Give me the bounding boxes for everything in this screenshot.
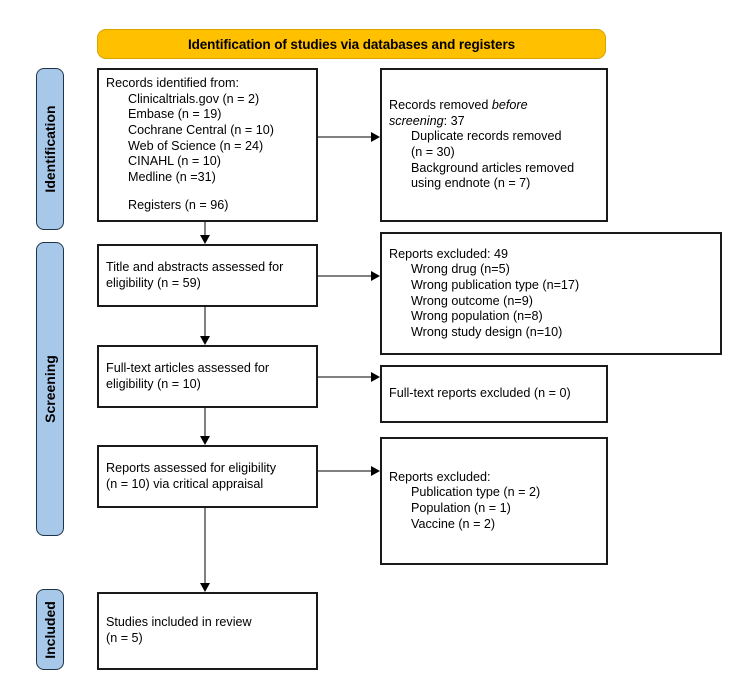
title-abstracts-line: Title and abstracts assessed for xyxy=(106,259,284,274)
reports-assessed-box: Reports assessed for eligibility (n = 10… xyxy=(97,445,318,508)
arrow-shaft xyxy=(204,508,206,584)
arrow-identified-to-removed xyxy=(318,131,380,143)
arrow-shaft xyxy=(318,470,371,472)
stage-label-included-text: Included xyxy=(42,600,58,659)
reports-excluded-appraisal-heading: Reports excluded: xyxy=(389,469,491,484)
reports-excluded-screening-item: Wrong outcome (n=9) xyxy=(411,293,533,308)
arrow-title-abstracts-to-fulltext xyxy=(199,307,211,345)
records-removed-box: Records removed before screening: 37 Dup… xyxy=(380,68,608,222)
arrow-shaft xyxy=(204,222,206,236)
studies-included-box: Studies included in review (n = 5) xyxy=(97,592,318,670)
arrow-reports-assessed-to-included xyxy=(199,508,211,592)
reports-excluded-appraisal-item: Vaccine (n = 2) xyxy=(411,516,496,531)
records-removed-heading: Records removed before xyxy=(389,98,599,114)
arrow-title-abstracts-to-excluded xyxy=(318,270,380,282)
fulltext-assessed-box: Full-text articles assessed for eligibil… xyxy=(97,345,318,408)
stage-label-identification: Identification xyxy=(36,68,64,230)
reports-assessed-line: Reports assessed for eligibility xyxy=(106,460,277,475)
reports-excluded-screening-heading: Reports excluded: 49 xyxy=(389,246,509,261)
records-identified-item: Cochrane Central (n = 10) xyxy=(128,122,274,137)
records-removed-heading-pre: Records removed xyxy=(389,98,492,113)
arrow-shaft xyxy=(318,376,371,378)
records-removed-heading-italic: before xyxy=(491,98,528,113)
fulltext-assessed-body: Full-text articles assessed for eligibil… xyxy=(99,361,316,392)
reports-excluded-screening-item: Wrong publication type (n=17) xyxy=(411,277,580,292)
arrow-head xyxy=(371,466,380,476)
reports-excluded-appraisal-item: Population (n = 1) xyxy=(411,501,511,515)
stage-label-screening: Screening xyxy=(36,242,64,536)
fulltext-excluded-body: Full-text reports excluded (n = 0) xyxy=(382,386,606,402)
records-removed-item: Duplicate records removed xyxy=(411,129,562,144)
arrow-fulltext-to-excluded xyxy=(318,371,380,383)
arrow-head xyxy=(199,436,210,445)
arrow-shaft xyxy=(318,136,371,138)
reports-excluded-screening-item: Wrong study design (n=10) xyxy=(411,324,563,339)
records-identified-item: Embase (n = 19) xyxy=(128,107,222,122)
records-removed-heading-italic: screening xyxy=(389,113,444,128)
banner-title: Identification of studies via databases … xyxy=(187,36,516,52)
reports-excluded-screening-box: Reports excluded: 49 Wrong drug (n=5) Wr… xyxy=(380,232,722,355)
fulltext-assessed-line: eligibility (n = 10) xyxy=(106,376,201,391)
spacer xyxy=(106,185,309,198)
arrow-head xyxy=(371,132,380,142)
studies-included-body: Studies included in review (n = 5) xyxy=(99,615,316,646)
fulltext-excluded-box: Full-text reports excluded (n = 0) xyxy=(380,365,608,423)
reports-excluded-appraisal-item: Publication type (n = 2) xyxy=(411,485,541,500)
records-removed-item: (n = 30) xyxy=(411,145,455,159)
records-removed-heading-post: : 37 xyxy=(443,113,465,128)
arrow-head xyxy=(199,336,210,345)
reports-assessed-line: (n = 10) via critical appraisal xyxy=(106,476,264,491)
stage-banner-identification: Identification of studies via databases … xyxy=(97,29,606,59)
records-identified-item: Clinicaltrials.gov (n = 2) xyxy=(128,91,260,106)
fulltext-excluded-line: Full-text reports excluded (n = 0) xyxy=(389,386,571,401)
records-identified-footer: Registers (n = 96) xyxy=(128,198,229,213)
records-identified-item: Medline (n =31) xyxy=(128,169,216,184)
arrow-shaft xyxy=(204,307,206,337)
arrow-head xyxy=(199,235,210,244)
reports-excluded-appraisal-body: Reports excluded: Publication type (n = … xyxy=(382,470,606,532)
studies-included-line: Studies included in review xyxy=(106,615,252,630)
records-removed-body: Records removed before screening: 37 Dup… xyxy=(382,98,606,192)
records-identified-item: CINAHL (n = 10) xyxy=(128,154,221,169)
records-removed-item: using endnote (n = 7) xyxy=(411,176,531,191)
title-abstracts-line: eligibility (n = 59) xyxy=(106,275,201,290)
reports-assessed-body: Reports assessed for eligibility (n = 10… xyxy=(99,461,316,492)
reports-excluded-appraisal-box: Reports excluded: Publication type (n = … xyxy=(380,437,608,565)
fulltext-assessed-line: Full-text articles assessed for xyxy=(106,360,270,375)
stage-label-included: Included xyxy=(36,589,64,670)
reports-excluded-screening-item: Wrong population (n=8) xyxy=(411,309,543,324)
records-identified-box: Records identified from: Clinicaltrials.… xyxy=(97,68,318,222)
arrow-head xyxy=(199,583,210,592)
title-abstracts-box: Title and abstracts assessed for eligibi… xyxy=(97,244,318,307)
title-abstracts-body: Title and abstracts assessed for eligibi… xyxy=(99,260,316,291)
reports-excluded-screening-item: Wrong drug (n=5) xyxy=(411,262,510,277)
arrow-fulltext-to-reports-assessed xyxy=(199,408,211,445)
records-removed-heading-second: screening: 37 xyxy=(389,114,599,130)
arrow-head xyxy=(371,271,380,281)
stage-label-identification-text: Identification xyxy=(42,105,58,193)
stage-label-screening-text: Screening xyxy=(42,355,58,423)
arrow-shaft xyxy=(204,408,206,437)
records-identified-heading: Records identified from: xyxy=(106,76,239,91)
records-identified-item: Web of Science (n = 24) xyxy=(128,138,264,153)
arrow-reports-assessed-to-excluded xyxy=(318,465,380,477)
arrow-identified-to-title-abstracts xyxy=(199,222,211,244)
records-removed-item: Background articles removed xyxy=(411,160,575,175)
studies-included-line: (n = 5) xyxy=(106,631,143,645)
reports-excluded-screening-body: Reports excluded: 49 Wrong drug (n=5) Wr… xyxy=(382,247,720,341)
arrow-shaft xyxy=(318,275,371,277)
arrow-head xyxy=(371,372,380,382)
records-identified-body: Records identified from: Clinicaltrials.… xyxy=(99,76,316,214)
